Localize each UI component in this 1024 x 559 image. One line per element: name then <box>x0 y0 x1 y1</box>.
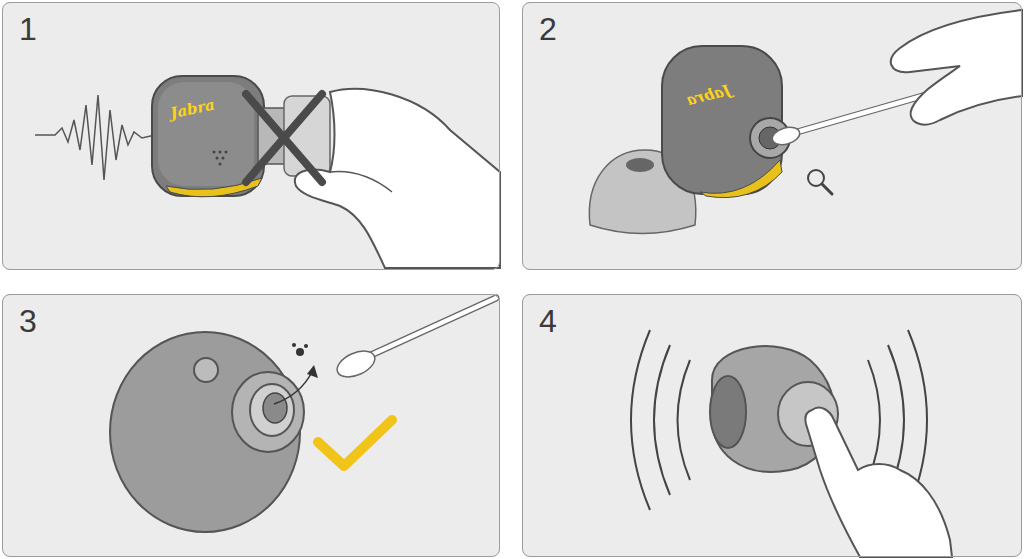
panel-4-art <box>631 330 952 557</box>
step-panel: 1 <box>2 2 500 270</box>
panel-2-art <box>589 10 1022 234</box>
nozzle-outer <box>232 372 304 452</box>
nozzle-mesh <box>263 393 287 423</box>
mic-dots <box>213 151 228 166</box>
hand <box>295 89 500 268</box>
earbud-body <box>110 332 300 532</box>
earbud-yellow-edge <box>700 160 782 198</box>
sound-wave <box>35 95 155 180</box>
magnifier-handle <box>822 184 832 194</box>
earbud-face <box>158 82 254 186</box>
hand <box>891 10 1022 124</box>
step-number: 4 <box>539 303 557 339</box>
debris-path <box>274 372 312 404</box>
debris-arrowhead <box>307 365 318 378</box>
panel-ground <box>522 294 1022 557</box>
eartip-hole <box>626 158 654 172</box>
panel-ground <box>2 2 500 270</box>
swab-stick <box>360 298 496 360</box>
debris <box>292 343 308 356</box>
step-panel: 2 <box>522 2 1022 270</box>
step-panel: 4 <box>522 294 1022 557</box>
finger-line <box>330 172 392 192</box>
panel-ground <box>522 2 1022 270</box>
vent-hole <box>194 358 218 382</box>
nozzle-inner <box>250 384 294 436</box>
panel-1-art <box>35 76 500 268</box>
step-number: 1 <box>19 11 37 47</box>
panel-ground <box>2 294 500 557</box>
cross-mark <box>246 94 322 182</box>
hand <box>805 408 952 557</box>
step-number: 3 <box>19 303 37 339</box>
swab-stick-fill <box>360 298 496 360</box>
sound-arcs-left <box>631 330 690 510</box>
swab-tip <box>333 346 378 382</box>
check-mark <box>318 420 392 466</box>
nozzle-opening <box>710 376 746 448</box>
swab-tip <box>770 124 801 147</box>
panel-3-art <box>110 298 496 532</box>
step-number: 2 <box>539 11 557 47</box>
step-panel: 3 <box>2 294 500 557</box>
